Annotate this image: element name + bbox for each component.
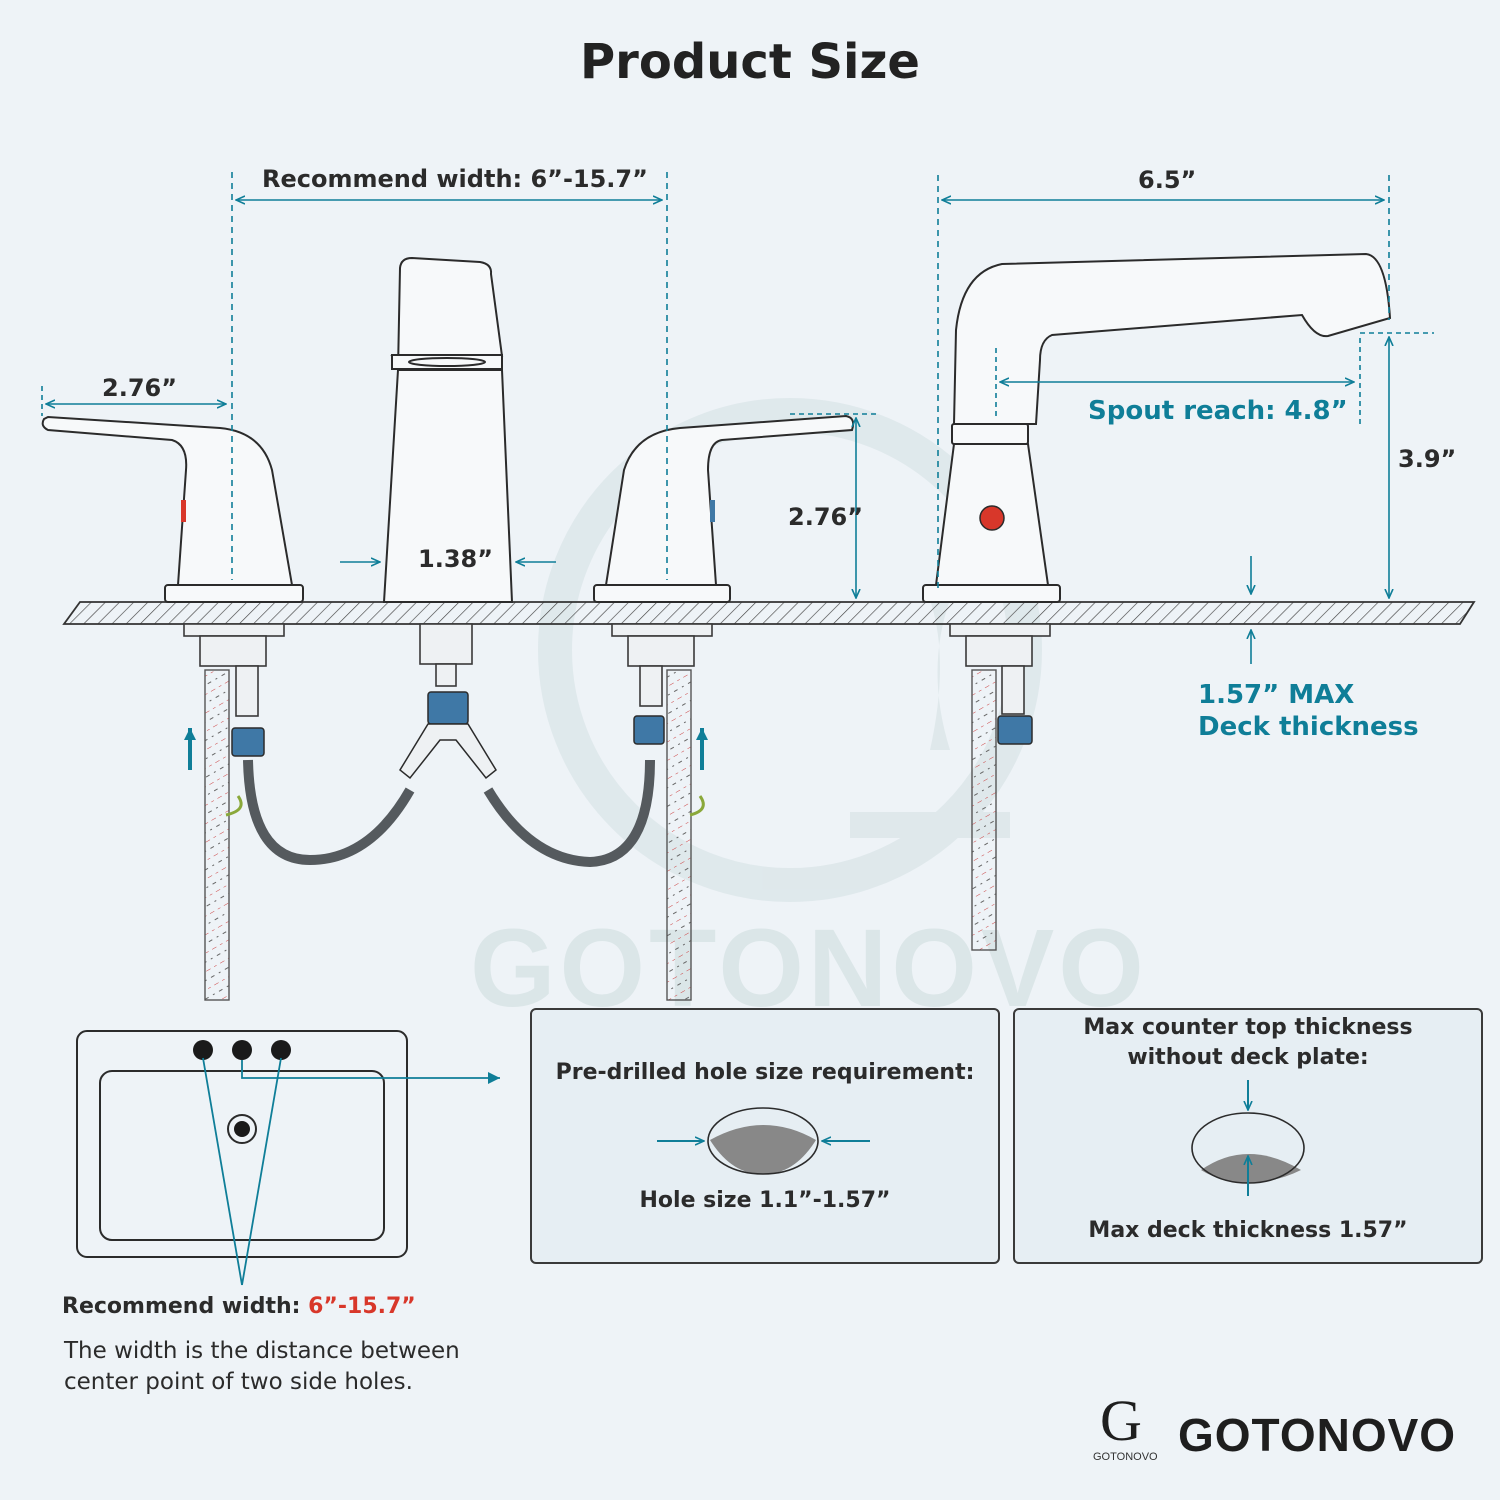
handle-length-label: 2.76” [102,374,177,402]
side-view-faucet [922,252,1392,603]
spout-reach-label: Spout reach: 4.8” [1088,396,1348,426]
spout-height-label: 3.9” [1398,445,1457,473]
left-handle [41,415,304,603]
hole-size-panel: Pre-drilled hole size requirement: Hole … [530,1008,1000,1264]
deck-thickness-label: Deck thickness [1198,712,1419,742]
brand-name: GOTONOVO [1178,1409,1457,1461]
thickness-caption: Max deck thickness 1.57” [1088,1218,1408,1243]
hole-size-illustration [657,1107,870,1175]
overall-length-label: 6.5” [1138,166,1197,194]
valve-connectors [231,691,1033,780]
center-spout [382,256,514,603]
countertop-deck [62,601,1476,625]
flow-arrows [184,728,708,817]
mixing-hose-right [483,759,655,868]
page-title: Product Size [580,34,920,90]
thickness-heading-line2: without deck plate: [1127,1045,1369,1070]
brand-logo-small-text: GOTONOVO [1093,1451,1158,1463]
hole-size-caption: Hole size 1.1”-1.57” [639,1188,891,1213]
sink-width-caption: Recommend width: 6”-15.7” [62,1294,416,1319]
dimension-lines [41,172,1434,664]
deck-max-label: 1.57” MAX [1198,680,1355,710]
mixing-hose-left [243,759,415,866]
sink-width-value: 6”-15.7” [308,1294,416,1319]
handle-height-label: 2.76” [788,503,863,531]
counter-thickness-panel: Max counter top thickness without deck p… [1013,1008,1483,1264]
thickness-heading-line1: Max counter top thickness [1083,1015,1413,1040]
sink-width-label: Recommend width: [62,1294,309,1319]
base-width-label: 1.38” [418,545,493,573]
recommend-width-label: Recommend width: 6”-15.7” [262,165,648,193]
thickness-illustration [1191,1080,1305,1196]
brand-logo-icon: G [1100,1388,1142,1453]
hole-panel-heading: Pre-drilled hole size requirement: [555,1060,975,1085]
sink-top-view [76,1030,500,1286]
supply-lines [204,669,997,1001]
under-deck-parts [183,623,1051,717]
sink-description-line1: The width is the distance between [64,1338,460,1364]
sink-description-line2: center point of two side holes. [64,1369,413,1395]
